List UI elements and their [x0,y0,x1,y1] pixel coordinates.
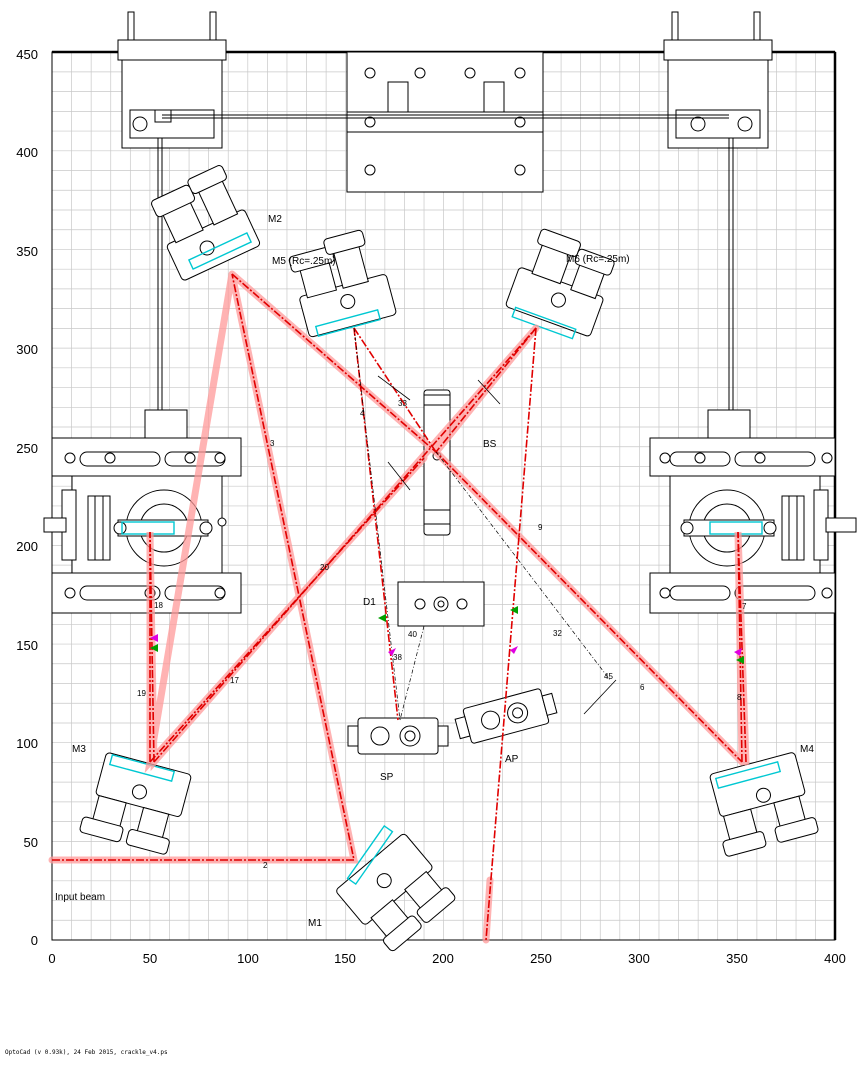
left-translation-stage [43,437,242,614]
x-axis: 0 50 100 150 200 250 300 350 400 [48,951,845,966]
top-right-mount [663,11,773,439]
mirror-mount-m1 [336,833,456,952]
mirror-optic-m2 [187,232,253,270]
label-ap: AP [505,754,519,765]
beam-number: 32 [553,629,562,638]
y-tick-label: 150 [16,638,38,653]
mirror-mount-m6 [505,228,615,337]
y-tick-label: 300 [16,342,38,357]
markers [150,606,744,664]
y-tick-label: 450 [16,47,38,62]
y-tick-label: 100 [16,736,38,751]
y-tick-label: 250 [16,441,38,456]
beam-number: 8 [737,693,742,702]
mirror-mount-m5 [288,229,397,338]
y-tick-label: 50 [24,835,38,850]
footer-caption: OptoCad (v 0.93k), 24 Feb 2015, crackle_… [5,1049,168,1056]
beam-number: 38 [393,653,402,662]
mirror-optic-m4 [714,761,782,789]
x-tick-label: 250 [530,951,552,966]
right-translation-stage [649,437,857,614]
x-tick-label: 50 [143,951,157,966]
x-tick-label: 200 [432,951,454,966]
beam-number: 45 [604,672,613,681]
label-m5: M5 (Rc=.25m) [272,256,336,267]
beam-number-labels: 2 3 4 6 7 8 9 17 18 19 20 32 33 38 40 45 [137,399,747,870]
mirror-mount-m4 [709,752,819,857]
x-tick-label: 350 [726,951,748,966]
beam-number: 2 [263,861,268,870]
beam-number: 19 [137,689,146,698]
top-left-mount [117,11,227,439]
x-tick-label: 300 [628,951,650,966]
detector-d1 [397,581,485,627]
x-tick-label: 400 [824,951,846,966]
label-m6: M6 (Rc=.25m) [566,254,630,265]
x-tick-label: 150 [334,951,356,966]
beam-number: 18 [154,601,163,610]
x-tick-label: 100 [237,951,259,966]
mirror-optic-m1 [346,824,394,886]
label-sp: SP [380,772,394,783]
label-input-beam: Input beam [55,892,105,903]
y-tick-label: 200 [16,539,38,554]
secondary-beams [353,327,611,721]
y-axis: 450 400 350 300 250 200 150 100 50 0 [16,47,38,948]
mirror-mount-m3 [79,752,192,855]
mirror-optic-m5 [314,309,382,337]
label-m2: M2 [268,214,282,225]
center-top-plate [346,51,544,193]
photodetector-ap [454,688,558,744]
beam-number: 20 [320,563,329,572]
y-tick-label: 400 [16,145,38,160]
label-m3: M3 [72,744,86,755]
photodetector-sp [347,717,449,755]
beam-number: 9 [538,523,543,532]
beam-number: 4 [360,409,365,418]
component-labels: M1 M2 M3 M4 M5 (Rc=.25m) M6 (Rc=.25m) BS… [55,214,814,929]
label-m4: M4 [800,744,814,755]
beam-number: 3 [270,439,275,448]
y-tick-label: 350 [16,244,38,259]
label-m1: M1 [308,918,322,929]
beam-number: 17 [230,676,239,685]
beam-number: 7 [742,602,747,611]
mirror-optic-m3 [108,754,176,782]
label-bs: BS [483,439,497,450]
beam-number: 40 [408,630,417,639]
beam-number: 33 [398,399,407,408]
mirror-optic-m6 [511,306,577,340]
x-tick-label: 0 [48,951,55,966]
label-d1: D1 [363,597,376,608]
y-tick-label: 0 [31,933,38,948]
cut-lines [377,375,617,715]
beam-number: 6 [640,683,645,692]
